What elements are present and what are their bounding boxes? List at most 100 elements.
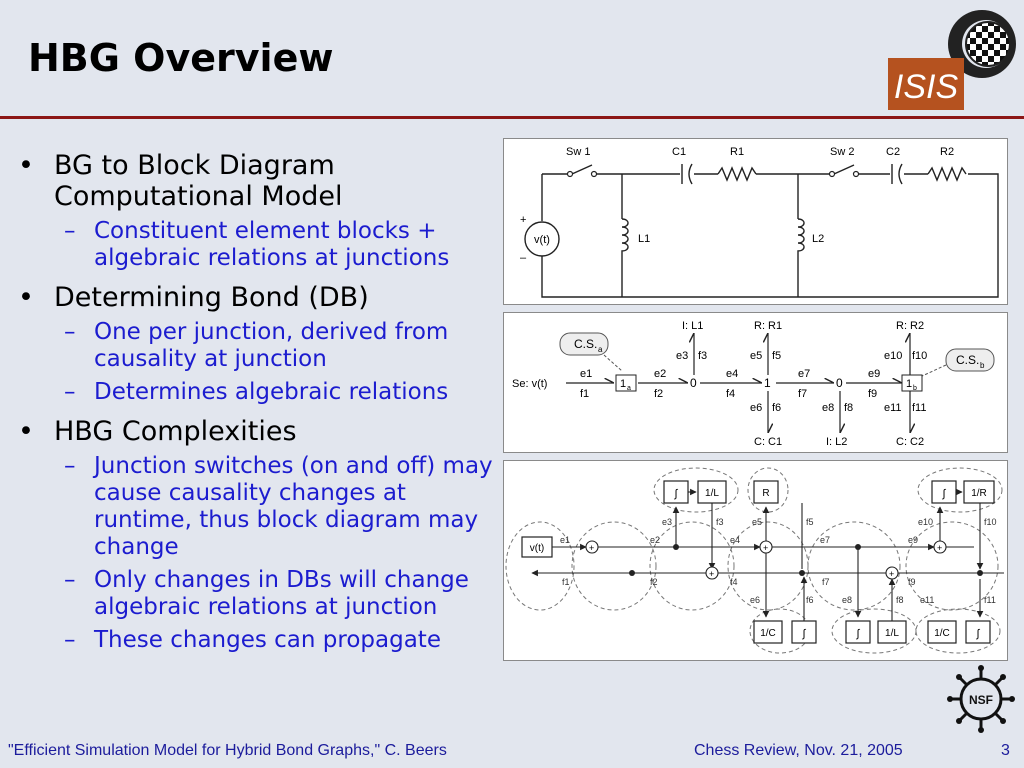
block-diagram: v(t) ∫ 1/L R ∫ 1/R 1/C ∫ ∫ 1/L 1/C ∫ <box>505 467 1004 654</box>
slide-title: HBG Overview <box>28 36 334 80</box>
e11-label: e11 <box>920 595 934 605</box>
sum-junction <box>933 540 947 554</box>
f7-label: f7 <box>798 388 807 400</box>
voltage-source-icon <box>524 221 560 257</box>
f8-label: f8 <box>844 402 853 414</box>
plus-sign: + <box>709 569 714 579</box>
inverse-l-label: 1/L <box>885 628 899 639</box>
plus-sign: + <box>520 214 526 226</box>
sub-bullet-text: These changes can propagate <box>94 627 441 653</box>
sub-bullet-item: – One per junction, derived from causali… <box>14 319 504 373</box>
sub-bullet-text: One per junction, derived from causality… <box>94 319 449 372</box>
f3-label: f3 <box>716 517 724 527</box>
junction-1a-box <box>615 374 637 392</box>
e7-label: e7 <box>798 368 810 380</box>
e1-label: e1 <box>560 535 570 545</box>
junction-1b-sub: b <box>913 385 917 392</box>
plus-sign: + <box>889 569 894 579</box>
e4-label: e4 <box>730 535 740 545</box>
e11-label: e11 <box>884 402 902 414</box>
sub-bullet-text: Constituent element blocks + algebraic r… <box>94 218 450 271</box>
cs-a-label: C.S. <box>574 337 597 351</box>
l2-label: L2 <box>812 233 824 245</box>
se-label: Se: v(t) <box>512 378 547 390</box>
sum-junction <box>585 540 599 554</box>
r-label: R <box>762 488 769 499</box>
sum-junction <box>885 566 899 580</box>
bullet-text: BG to Block Diagram Computational Model <box>54 150 343 212</box>
minus-sign: – <box>520 252 527 264</box>
c2-label: C2 <box>886 146 900 158</box>
circuit-schematic: v(t) + – Sw 1 C1 R1 Sw 2 C2 R2 L1 L2 <box>520 146 999 298</box>
bond-graph: C.S. a C.S. b 1 a 0 1 0 1 b <box>512 320 995 448</box>
cc2-label: C: C2 <box>896 436 924 448</box>
junction-0b: 0 <box>836 376 843 390</box>
circuit-diagram-panel: v(t) + – Sw 1 C1 R1 Sw 2 C2 R2 L1 L2 <box>503 138 1008 305</box>
sub-bullet-glyph: – <box>64 218 76 244</box>
integrator-block <box>845 620 871 644</box>
f11-label: f11 <box>912 402 926 414</box>
sub-bullet-glyph: – <box>64 319 76 345</box>
sub-bullet-item: – These changes can propagate <box>14 627 504 654</box>
title-divider <box>0 116 1024 119</box>
f1-label: f1 <box>562 577 570 587</box>
cs-b-callout <box>945 348 995 372</box>
sub-bullet-item: – Determines algebraic relations <box>14 379 504 406</box>
vt-block-label: v(t) <box>530 543 544 554</box>
sub-bullet-text: Only changes in DBs will change algebrai… <box>94 567 469 620</box>
inverse-r-block <box>963 480 995 504</box>
e9-label: e9 <box>908 535 918 545</box>
cs-b-sub: b <box>980 361 985 370</box>
isis-logo: ISIS <box>888 58 964 110</box>
block-diagram-panel: v(t) ∫ 1/L R ∫ 1/R 1/C ∫ ∫ 1/L 1/C ∫ <box>503 460 1008 661</box>
f8-label: f8 <box>896 595 904 605</box>
f6-label: f6 <box>772 402 781 414</box>
nsf-logo-text: NSF <box>969 693 993 707</box>
sub-bullet-item: – Constituent element blocks + algebraic… <box>14 218 504 272</box>
f10-label: f10 <box>912 350 927 362</box>
e8-label: e8 <box>822 402 834 414</box>
junction-1a-label: 1 <box>620 378 626 390</box>
bullet-item: • Determining Bond (DB) <box>14 282 504 313</box>
sub-bullet-text: Determines algebraic relations <box>94 379 449 405</box>
e9-label: e9 <box>868 368 880 380</box>
sub-bullet-glyph: – <box>64 567 76 593</box>
inverse-c-label: 1/C <box>934 628 950 639</box>
f6-label: f6 <box>806 595 814 605</box>
e2-label: e2 <box>654 368 666 380</box>
sub-bullet-item: – Junction switches (on and off) may cau… <box>14 453 504 561</box>
sub-bullet-glyph: – <box>64 627 76 653</box>
integrator-label: ∫ <box>801 628 806 640</box>
rr2-label: R: R2 <box>896 320 924 332</box>
r-block <box>753 480 779 504</box>
inverse-c-block <box>927 620 957 644</box>
inverse-c-label: 1/C <box>760 628 776 639</box>
f2-label: f2 <box>650 577 658 587</box>
sum-junction <box>705 566 719 580</box>
f1-label: f1 <box>580 388 589 400</box>
r2-label: R2 <box>940 146 954 158</box>
footer-citation: "Efficient Simulation Model for Hybrid B… <box>8 742 447 759</box>
e4-label: e4 <box>726 368 738 380</box>
f5-label: f5 <box>806 517 814 527</box>
f5-label: f5 <box>772 350 781 362</box>
f2-label: f2 <box>654 388 663 400</box>
nsf-logo: NSF <box>947 665 1015 733</box>
inverse-r-label: 1/R <box>971 488 987 499</box>
integrator-label: ∫ <box>941 488 946 500</box>
junction-1b-box <box>901 374 923 392</box>
e3-label: e3 <box>676 350 688 362</box>
sw2-label: Sw 2 <box>830 146 854 158</box>
e10-label: e10 <box>884 350 902 362</box>
junction-1a-sub: a <box>627 385 631 392</box>
bullet-text: HBG Complexities <box>54 416 297 447</box>
c1-label: C1 <box>672 146 686 158</box>
f11-label: f11 <box>984 595 996 605</box>
f3-label: f3 <box>698 350 707 362</box>
e2-label: e2 <box>650 535 660 545</box>
il2-label: I: L2 <box>826 436 847 448</box>
junction-1: 1 <box>764 376 771 390</box>
sub-bullet-item: – Only changes in DBs will change algebr… <box>14 567 504 621</box>
junction-0a: 0 <box>690 376 697 390</box>
integrator-label: ∫ <box>975 628 980 640</box>
